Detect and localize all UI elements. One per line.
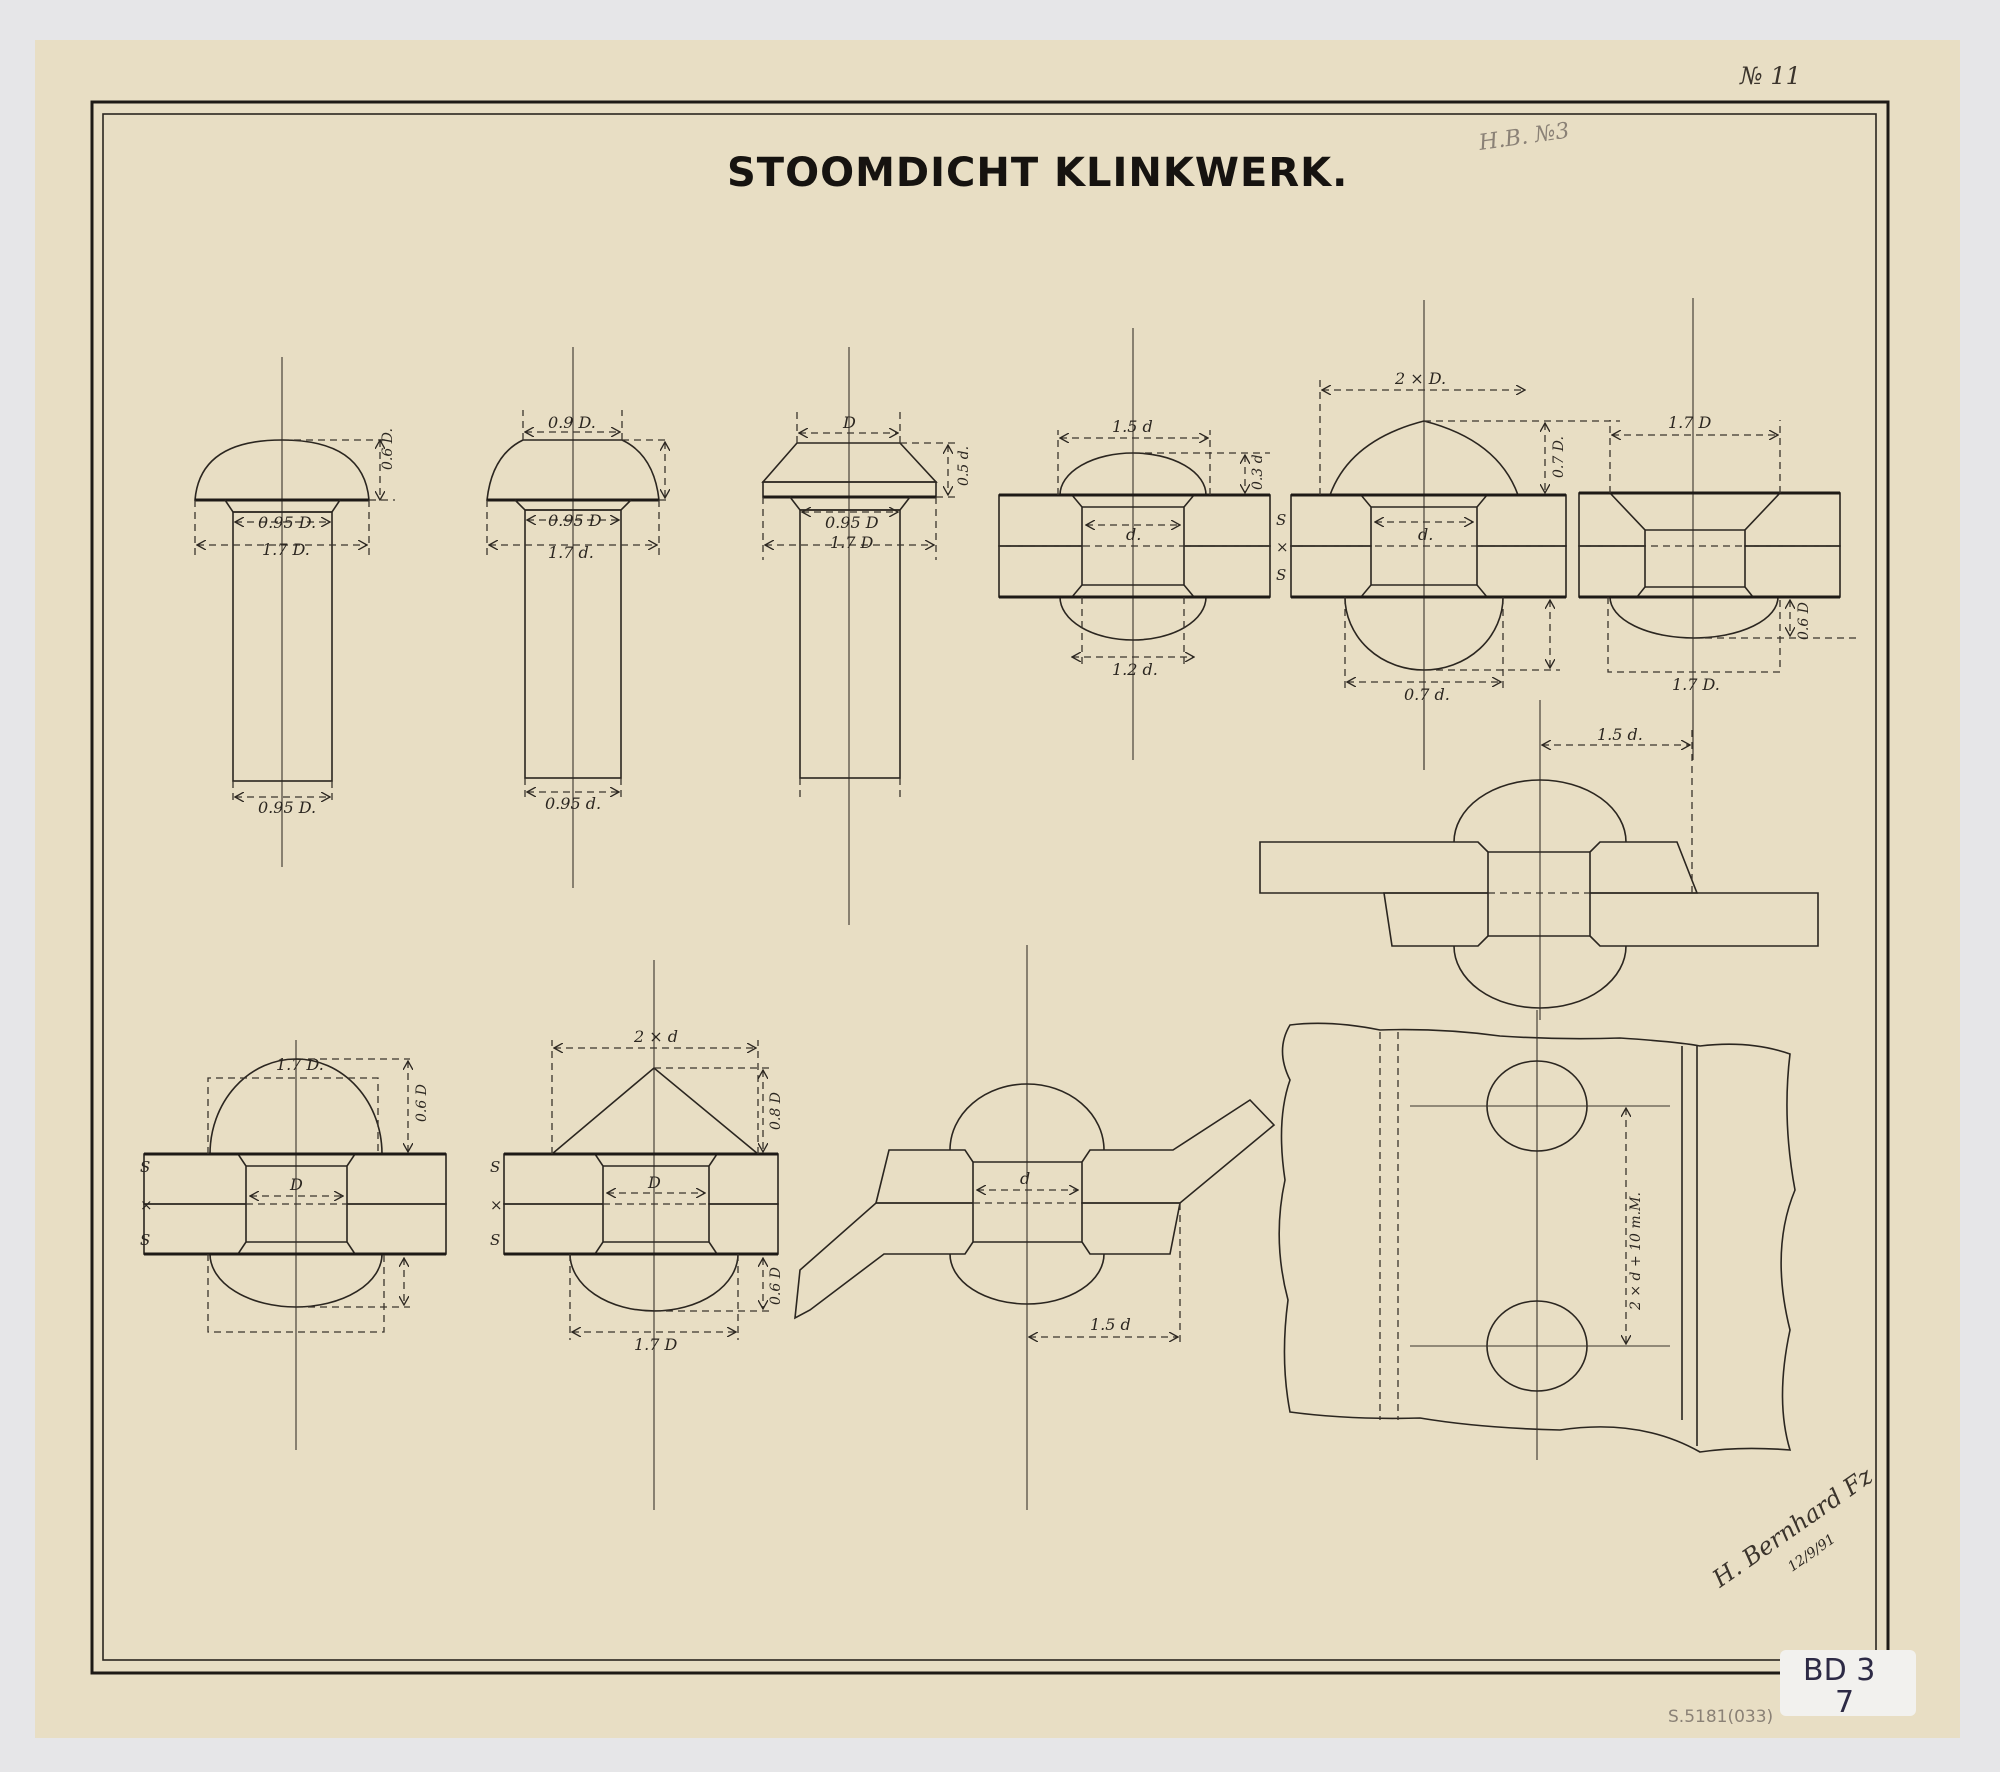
svg-text:D: D bbox=[289, 1175, 303, 1194]
svg-text:1.7 D.: 1.7 D. bbox=[1672, 675, 1720, 694]
svg-text:2 × d + 10 m.M.: 2 × d + 10 m.M. bbox=[1628, 1192, 1644, 1311]
svg-text:1.7 D: 1.7 D bbox=[1668, 413, 1712, 432]
svg-text:D: D bbox=[842, 413, 856, 432]
svg-text:0.95 D: 0.95 D bbox=[825, 513, 879, 532]
svg-text:1.5 d: 1.5 d bbox=[1090, 1315, 1131, 1334]
sheet-number: № 11 bbox=[1739, 62, 1801, 90]
svg-text:0.95 D: 0.95 D bbox=[548, 511, 602, 530]
svg-text:2 × D.: 2 × D. bbox=[1394, 369, 1446, 388]
drawing-title: STOOMDICHT KLINKWERK. bbox=[727, 150, 1348, 196]
catalog-label-line1: BD 3 bbox=[1803, 1653, 1875, 1688]
section-e-conical-head: 2 × d 0.8 D D 0.6 D 1.7 D S × S bbox=[490, 960, 784, 1510]
svg-text:d.: d. bbox=[1418, 525, 1433, 544]
svg-text:0.6 D.: 0.6 D. bbox=[380, 428, 396, 470]
svg-text:0.6 D: 0.6 D bbox=[414, 1084, 430, 1122]
svg-text:D: D bbox=[647, 1173, 661, 1192]
svg-text:0.95 D.: 0.95 D. bbox=[258, 513, 316, 532]
svg-text:S: S bbox=[1276, 511, 1286, 529]
svg-text:0.7 D.: 0.7 D. bbox=[1551, 436, 1567, 478]
svg-text:1.7 D.: 1.7 D. bbox=[262, 540, 310, 559]
svg-text:d: d bbox=[1020, 1169, 1030, 1188]
svg-text:1.7 D: 1.7 D bbox=[830, 533, 874, 552]
inner-border bbox=[102, 113, 1877, 1661]
svg-text:1.7 D.: 1.7 D. bbox=[276, 1055, 324, 1074]
svg-text:0.95 d.: 0.95 d. bbox=[545, 794, 601, 813]
rivet-countersunk-head: D 0.5 d. 0.95 D 1.7 D bbox=[761, 347, 972, 925]
svg-text:1.5 d.: 1.5 d. bbox=[1597, 725, 1643, 744]
rivet-flat-round-head: 0.9 D. 0.95 D 1.7 d. 0.95 d. bbox=[486, 347, 670, 888]
lap-joint-section: 1.5 d. bbox=[1259, 700, 1819, 1020]
svg-text:S: S bbox=[490, 1158, 500, 1176]
svg-text:0.6 D: 0.6 D bbox=[768, 1267, 784, 1305]
svg-text:1.7 D: 1.7 D bbox=[634, 1335, 678, 1354]
plan-view-rivet-row: 2 × d + 10 m.M. bbox=[1278, 1010, 1796, 1460]
svg-text:0.3 d: 0.3 d bbox=[1250, 454, 1266, 490]
svg-text:0.8 D: 0.8 D bbox=[768, 1092, 784, 1130]
svg-text:S: S bbox=[1276, 566, 1286, 584]
svg-text:×: × bbox=[1276, 538, 1289, 556]
svg-text:S: S bbox=[490, 1231, 500, 1249]
section-d-round-heads: 1.7 D. 0.6 D D S × S bbox=[140, 1040, 447, 1450]
catalog-label bbox=[1780, 1650, 1916, 1716]
svg-text:d.: d. bbox=[1126, 525, 1141, 544]
paper-sheet bbox=[35, 40, 1960, 1738]
svg-text:S: S bbox=[140, 1231, 150, 1249]
section-b-pointed-head: 2 × D. 0.7 D. d. 0.7 d. bbox=[1290, 300, 1620, 770]
svg-text:1.5 d: 1.5 d bbox=[1112, 417, 1153, 436]
svg-text:0.95 D.: 0.95 D. bbox=[258, 798, 316, 817]
outer-border bbox=[90, 100, 1890, 1675]
catalog-label-line2: 7 bbox=[1835, 1685, 1854, 1720]
svg-text:0.7 d.: 0.7 d. bbox=[1404, 685, 1450, 704]
svg-text:S: S bbox=[140, 1158, 150, 1176]
svg-text:0.9 D.: 0.9 D. bbox=[548, 413, 596, 432]
svg-text:2 × d: 2 × d bbox=[633, 1027, 678, 1046]
section-c-countersunk: 1.7 D 0.6 D 1.7 D. bbox=[1578, 298, 1860, 760]
section-f-angled-plates: d 1.5 d bbox=[794, 945, 1276, 1510]
rivet-round-head: 0.6 D. 0.95 D. 1.7 D. 0.95 D. bbox=[194, 357, 396, 867]
svg-text:1.7 d.: 1.7 d. bbox=[548, 543, 594, 562]
svg-text:1.2 d.: 1.2 d. bbox=[1112, 660, 1158, 679]
svg-text:0.5 d.: 0.5 d. bbox=[956, 446, 972, 486]
svg-text:×: × bbox=[490, 1196, 503, 1214]
svg-text:×: × bbox=[140, 1196, 153, 1214]
svg-text:0.6 D: 0.6 D bbox=[1796, 602, 1812, 640]
section-a-round-heads: 1.5 d 0.3 d d. 1.2 d. S × S bbox=[998, 328, 1289, 760]
archive-number: S.5181(033) bbox=[1668, 1707, 1773, 1727]
